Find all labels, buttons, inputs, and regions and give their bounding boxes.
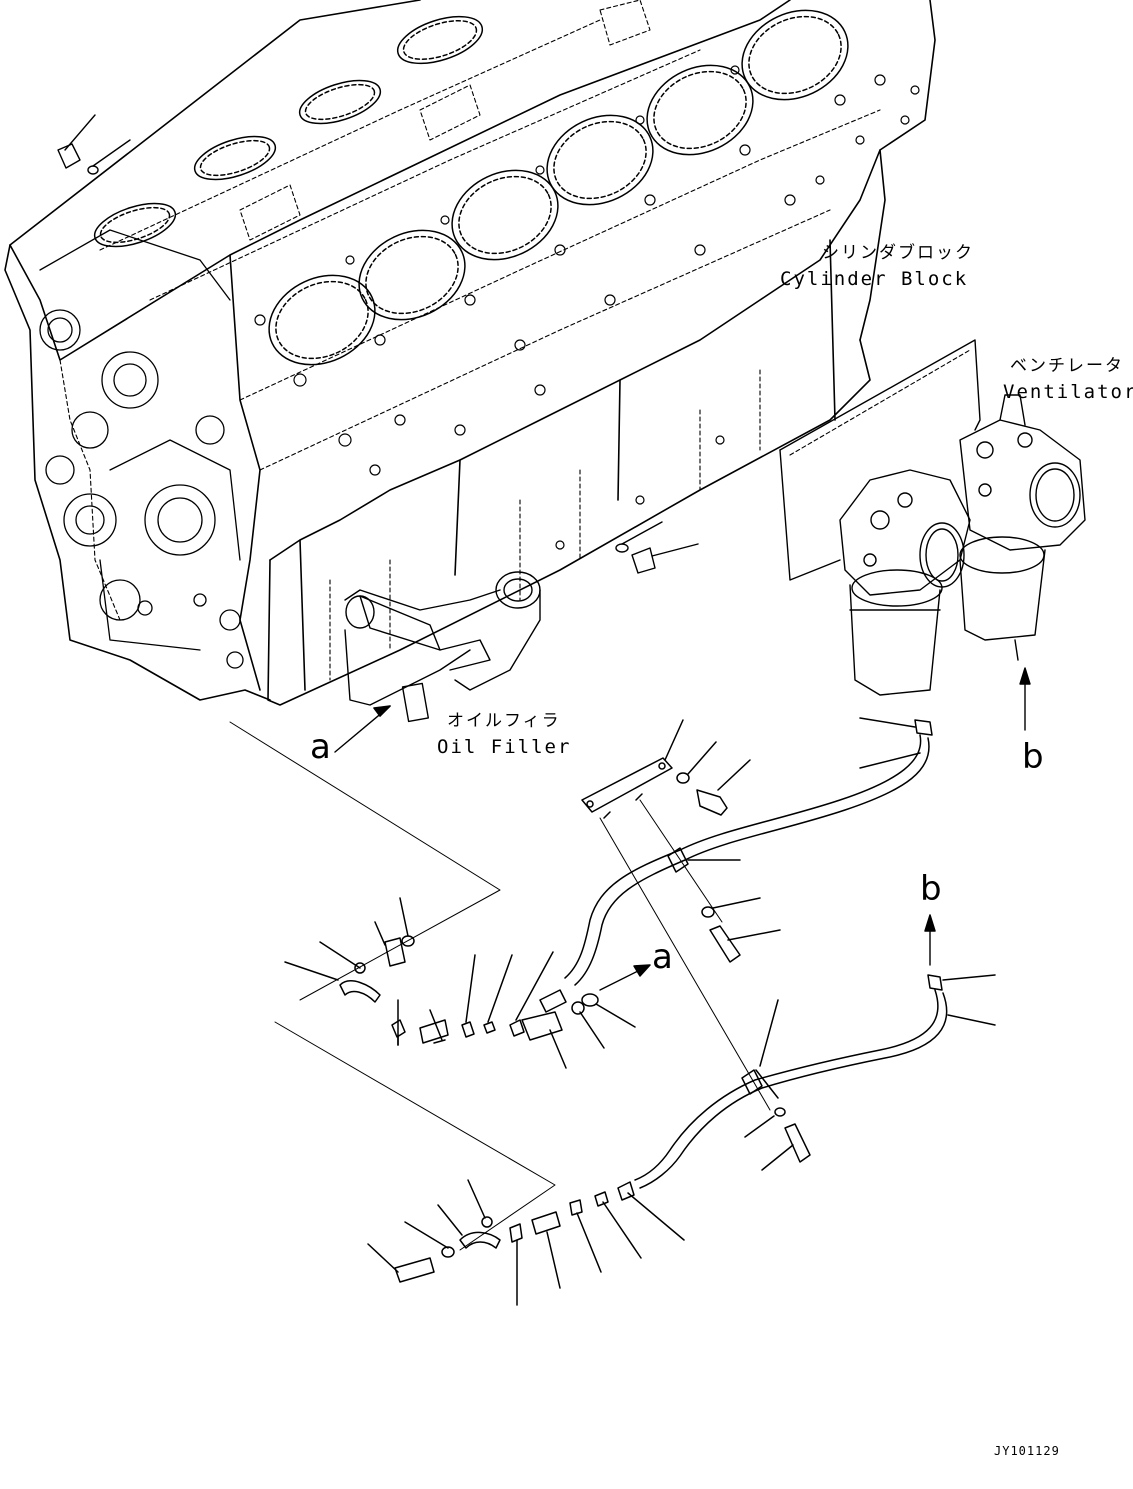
cylinder-block-label-en: Cylinder Block	[780, 268, 969, 290]
hose-assembly	[229, 717, 996, 1306]
side-plug	[615, 521, 699, 574]
cylinder-block-label-jp: シリンダブロック	[822, 243, 974, 263]
reference-a-hose-joint: a	[652, 937, 673, 977]
reference-a-oil-filler: a	[310, 727, 331, 767]
oil-filler-label-jp: オイルフィラ	[447, 711, 561, 731]
oil-filler-label-en: Oil Filler	[437, 736, 572, 758]
ventilator	[779, 339, 1086, 731]
reference-b-ventilator: b	[1022, 737, 1044, 777]
reference-b-hose: b	[920, 869, 942, 909]
plug	[57, 114, 131, 175]
drawing-code: JY101129	[994, 1444, 1060, 1458]
ventilator-label-jp: ベンチレータ	[1010, 356, 1124, 376]
oil-filler	[344, 571, 541, 723]
cylinder-block	[4, 0, 936, 753]
ventilator-label-en: Ventilator	[1003, 381, 1133, 403]
